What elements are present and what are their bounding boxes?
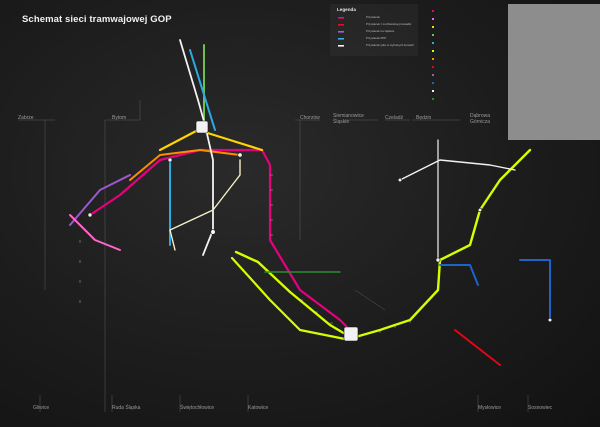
district-label-ruda: Ruda Śląska [112,405,141,411]
station-node [167,157,173,163]
route-swatches [432,10,514,100]
station-node [87,212,93,218]
district-label-czeladz: Czeladź [385,115,404,121]
legend-item-stop: Przystanek [366,15,380,19]
station-ticks [79,174,411,333]
route-swatch [432,10,434,12]
route-swatch [432,42,434,44]
district-label-siemianowice: Siemianowice Śląskie [333,113,364,125]
district-label-myslowice: Mysłowice [478,405,502,411]
route-swatch [432,82,434,84]
tram-line-orange [129,149,241,181]
tram-line-cyan-2 [189,49,216,131]
district-label-swietochlowice: Świętochłowice [180,405,215,411]
legend-swatch-purple [338,31,344,33]
district-label-zabrze: Zabrze [18,115,34,121]
route-swatch [432,98,434,100]
route-swatch [432,50,434,52]
district-borders [18,100,529,412]
interchange-node [343,326,359,342]
legend-item-selected-runs-stop: Przystanek tylko w wybranych kursach [366,43,414,47]
tram-line-cream [169,159,241,251]
route-swatch [432,74,434,76]
district-label-dabrowa: Dąbrowa Górnicza [470,113,491,125]
route-swatch [432,26,434,28]
tram-line-yellow [158,128,264,152]
tram-line-blue-east [519,259,551,321]
district-border [105,100,141,121]
district-border [354,289,386,311]
route-swatch [432,18,434,20]
station-node [237,152,243,158]
district-label-bedzin: Będzin [416,115,432,121]
station-ticks-lime [300,299,411,333]
tram-line-pink [69,214,121,251]
legend-title: Legenda [337,7,356,12]
route-swatch [432,90,434,92]
route-swatch [432,34,434,36]
routes-panel [508,4,600,140]
legend-swatches [338,17,344,47]
legend-item-rail-stop: Przystanek PKP [366,36,387,40]
map-title: Schemat sieci tramwajowej GOP [22,14,172,25]
district-label-chorzow: Chorzów [300,115,320,121]
interchange-node [195,120,209,134]
legend-item-request-stop: Przystanek na żądanie [366,29,395,33]
station-node [210,229,216,235]
station-node [547,317,553,323]
tram-line-blue [439,264,479,286]
station-node [477,207,483,213]
district-label-gliwice: Gliwice [33,405,50,411]
district-label-katowice: Katowice [248,405,269,411]
legend-item-transfer-stop: Przystanek z możliwością przesiadki [366,22,412,26]
tram-line-white [179,39,214,256]
district-label-bytom: Bytom [112,115,127,121]
legend-swatch-red [338,24,344,26]
station-ticks-magenta [270,174,273,236]
legend-swatch-cyan [338,38,344,40]
tram-line-white-east [399,159,516,181]
legend-swatch-magenta [338,17,344,19]
station-node [435,257,441,263]
station-node [397,177,403,183]
tram-line-lime-south [230,256,352,342]
route-swatch [432,58,434,60]
tram-line-purple [69,174,131,226]
interchanges [87,120,553,342]
tram-lines [69,39,551,366]
route-swatch [432,66,434,68]
legend-swatch-white [338,45,344,47]
tram-line-red [454,329,501,366]
legend-panel [330,4,418,56]
tram-line-magenta [88,148,352,332]
district-label-sosnowiec: Sosnowiec [528,405,553,411]
